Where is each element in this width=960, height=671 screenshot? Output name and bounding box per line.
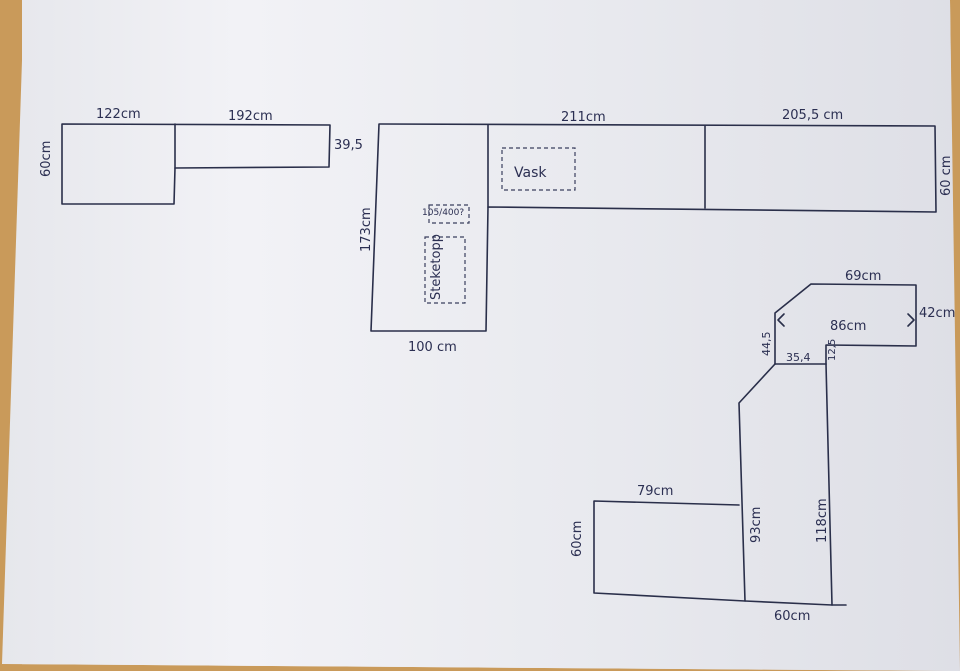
arrow-left <box>777 313 785 327</box>
label-118cm: 118cm <box>815 498 830 543</box>
label-39-5: 39,5 <box>334 138 363 153</box>
label-small-box: 105/400? <box>422 208 464 218</box>
label-86cm: 86cm <box>830 319 866 334</box>
label-42cm: 42cm <box>919 306 955 321</box>
sink-box <box>501 147 576 191</box>
countertop-main-section: Vask 105/400? Steketopp 211cm 205,5 cm 6… <box>359 108 954 355</box>
label-35-4: 35,4 <box>786 351 811 364</box>
countertop-right-section: 69cm 42cm 86cm 44,5 35,4 12,5 79cm 93cm … <box>570 269 955 624</box>
right-bottom-piece <box>593 363 776 602</box>
label-60cm-bottom: 60cm <box>774 609 810 624</box>
label-60cm-right: 60 cm <box>939 156 954 197</box>
label-vask: Vask <box>514 165 547 181</box>
label-100cm: 100 cm <box>408 340 457 355</box>
label-211cm: 211cm <box>561 110 606 125</box>
cooktop-box <box>424 236 466 304</box>
small-box <box>428 204 470 224</box>
label-44-5: 44,5 <box>760 332 773 357</box>
label-60cm-left: 60cm <box>39 141 54 177</box>
label-79cm: 79cm <box>637 484 673 499</box>
label-122cm: 122cm <box>96 107 141 122</box>
label-192cm: 192cm <box>228 109 273 124</box>
label-93cm: 93cm <box>749 507 764 543</box>
label-173cm: 173cm <box>359 207 374 252</box>
label-steketopp: Steketopp <box>429 234 444 300</box>
label-60cm-bottom-left: 60cm <box>570 521 585 557</box>
label-69cm: 69cm <box>845 269 881 284</box>
label-12-5: 12,5 <box>827 339 838 361</box>
arrow-right <box>907 313 915 327</box>
label-205-5cm: 205,5 cm <box>782 108 843 123</box>
right-top-piece <box>774 283 917 365</box>
countertop-left-section: 122cm 192cm 60cm 39,5 <box>39 107 363 205</box>
